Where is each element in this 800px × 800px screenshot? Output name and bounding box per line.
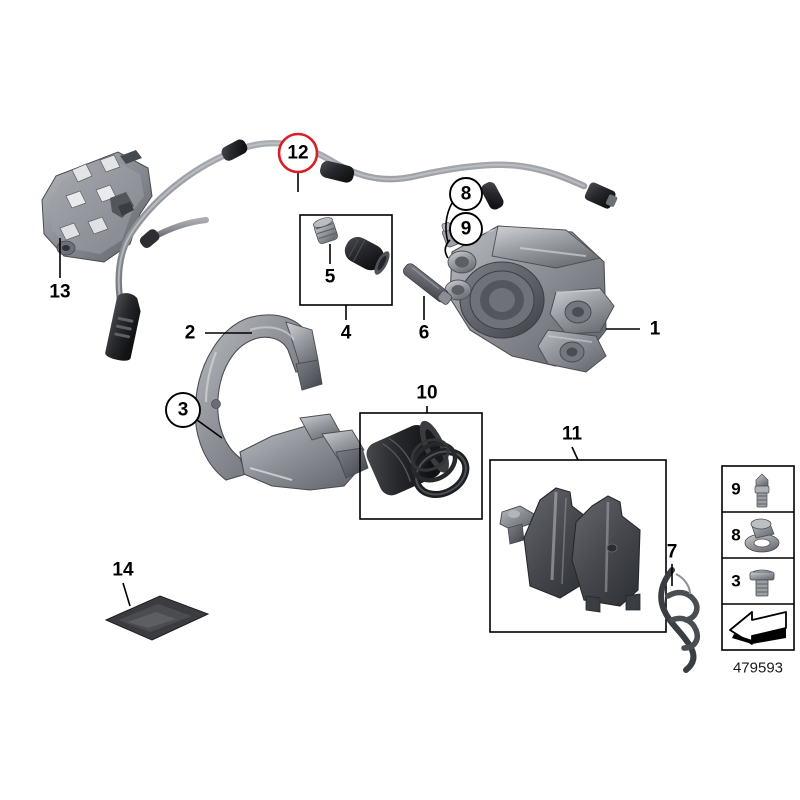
legend-label-8: 8 [731,526,740,545]
leader-11 [571,446,579,461]
legend-label-9: 9 [731,480,740,499]
callout-3-carrier-bolt[interactable]: 3 [165,392,201,428]
leader-3 [196,419,223,439]
callout-9-circle [449,212,483,246]
callout-1-label: 1 [650,319,661,340]
callout-10-seal-boot-kit[interactable]: 10 [416,383,437,404]
leader-8 [445,202,453,243]
callout-9-bleeder-screw[interactable]: 9 [449,212,483,246]
part-13-bracket-graphic [41,150,153,263]
callout-7-label: 7 [667,542,678,563]
callout-8-bolt-washer[interactable]: 8 [449,177,483,211]
callout-13-label: 13 [49,282,70,303]
box-10-seal-kit [359,412,483,520]
callout-5-cap[interactable]: 5 [325,267,336,288]
callout-3-circle [165,392,201,428]
hex-bolt-icon [749,569,775,597]
part-11-pad-b-graphic [571,495,641,613]
callout-2-label: 2 [185,323,196,344]
part-14-shim-plate-graphic [104,595,210,641]
callout-6-label: 6 [419,323,430,344]
callout-8-label: 8 [461,184,472,205]
callout-11-brake-pad-set[interactable]: 11 [562,424,583,445]
callout-11-label: 11 [562,424,583,445]
bolt-washer-icon [744,518,780,553]
callout-4-guide-bush-kit[interactable]: 4 [341,323,352,344]
part-6-guide-pin-graphic [403,263,453,305]
callout-4-label: 4 [341,323,352,344]
leader-14 [122,582,131,607]
callout-12-label: 12 [287,143,308,164]
leader-lines [59,170,673,607]
callout-8-circle [449,177,483,211]
part-5-cap-graphic [312,217,338,244]
callout-3-label: 3 [178,400,189,421]
part-1-brake-caliper-graphic [441,222,615,373]
callout-6-guide-pin[interactable]: 6 [419,323,430,344]
diagram-id-label: 479593 [733,660,783,677]
callout-12-circle-highlight [277,132,319,174]
callout-12-wear-sensor[interactable]: 12 [277,132,319,174]
direction-arrow-icon [729,611,787,645]
callout-5-label: 5 [325,267,336,288]
bleeder-screw-icon [754,473,770,508]
legend-label-3: 3 [731,572,740,591]
part-4-guide-bush-graphic [344,236,390,275]
part-12-wear-sensor-cable-graphic [105,139,618,361]
callout-13-bracket[interactable]: 13 [49,282,70,303]
callout-2-caliper-carrier[interactable]: 2 [185,323,196,344]
part-7-retaining-spring-graphic [658,567,700,673]
leader-9 [444,239,451,259]
part-10-seal-rings-graphic [410,438,470,498]
callout-10-label: 10 [416,383,437,404]
callout-9-label: 9 [461,219,472,240]
callout-14-label: 14 [112,560,134,581]
callouts-layer: 1 2 3 4 5 6 7 8 [49,132,678,581]
part-10-dust-boot-graphic [366,420,449,496]
box-4-guide-bush-kit [299,214,393,306]
box-11-brake-pad-set [489,459,667,633]
callout-14-shim-plate[interactable]: 14 [112,560,134,581]
part-11-pad-a-graphic [523,487,591,599]
callout-1-brake-caliper[interactable]: 1 [650,319,661,340]
callout-7-retaining-spring[interactable]: 7 [667,542,678,563]
legend-box: 9 8 3 479593 [721,465,795,677]
